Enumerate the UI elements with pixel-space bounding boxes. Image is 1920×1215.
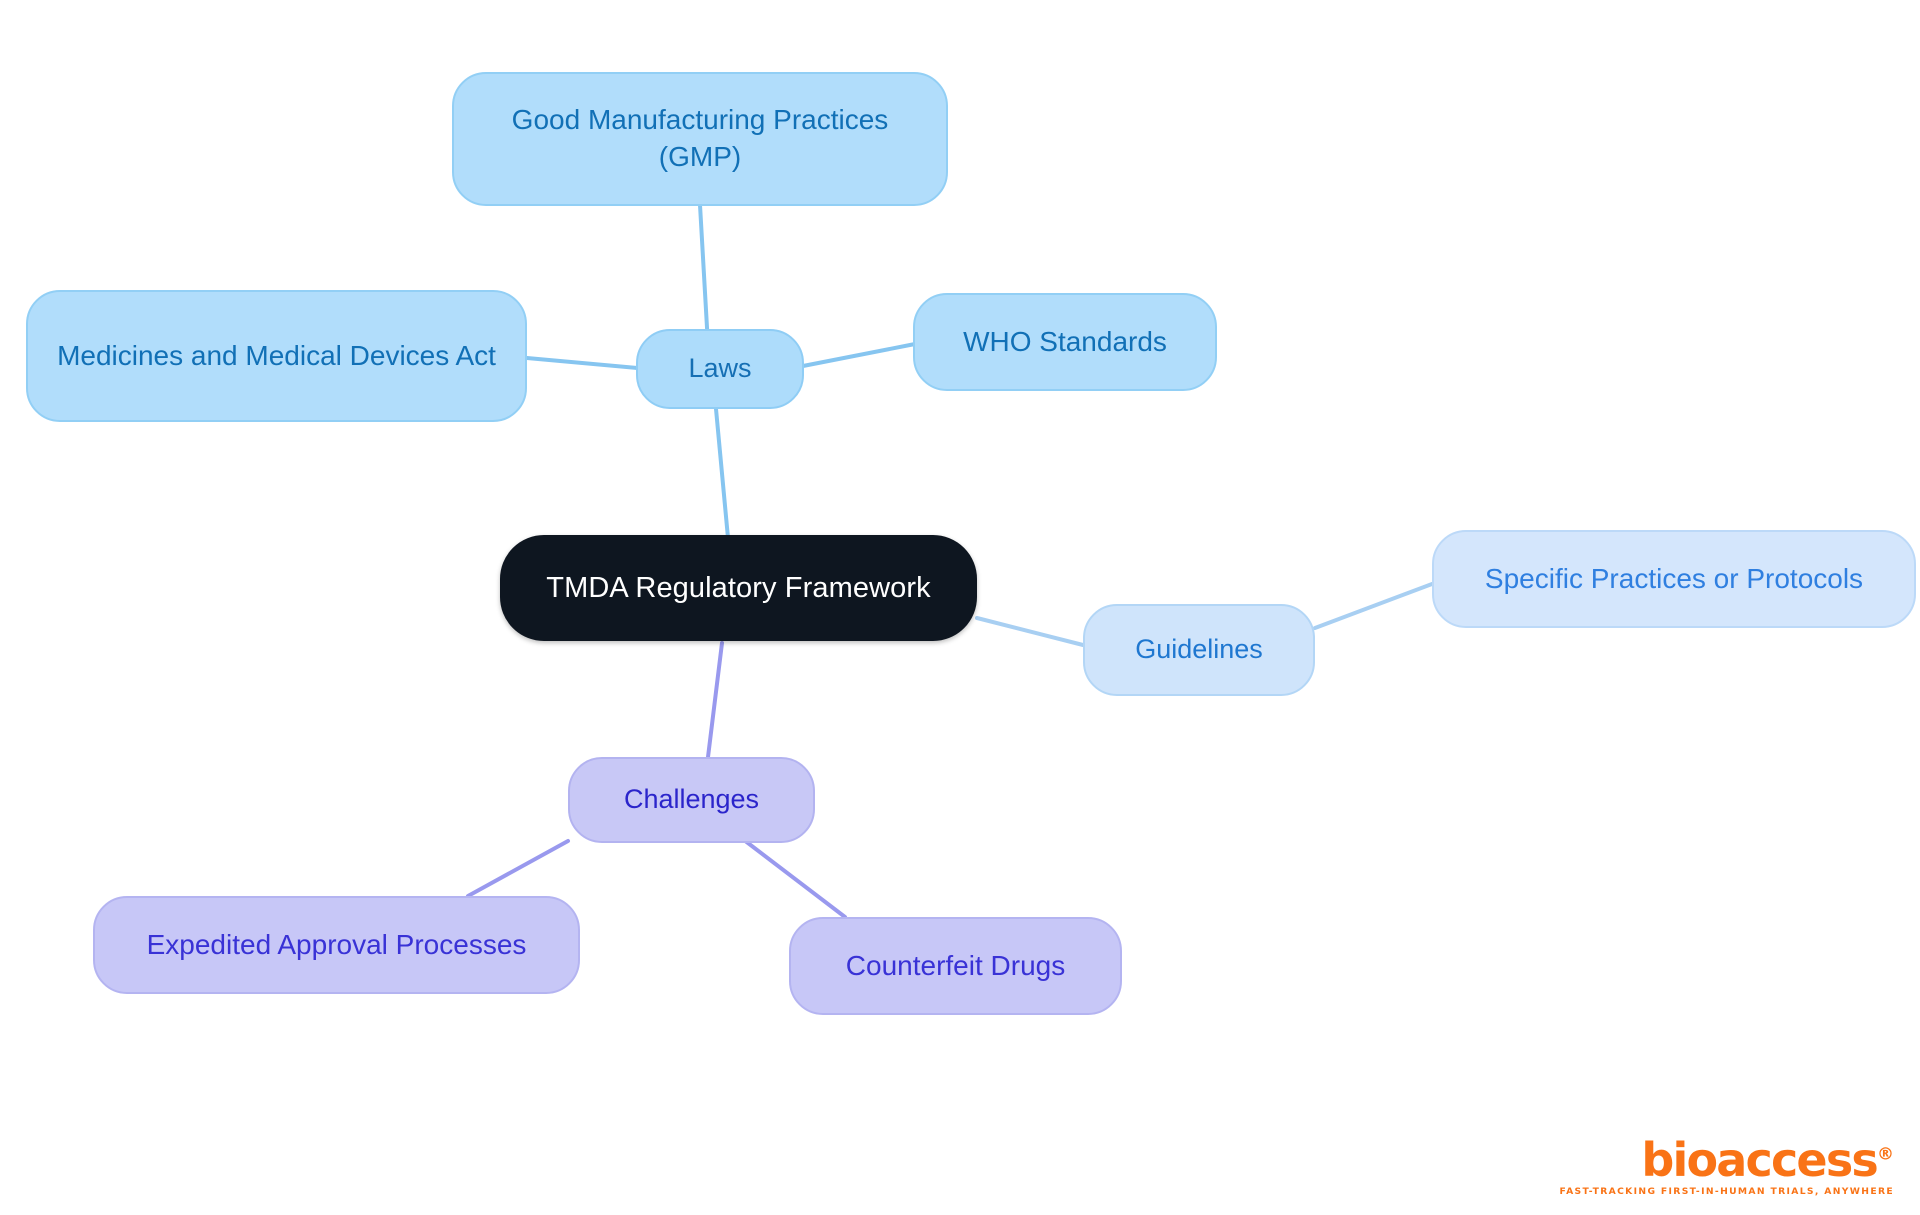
node-root-label: TMDA Regulatory Framework — [546, 571, 931, 604]
node-root-tmda-regulatory-framework[interactable]: TMDA Regulatory Framework — [500, 535, 977, 641]
registered-trademark-icon: ® — [1877, 1144, 1894, 1165]
node-good-manufacturing-practices-label: Good Manufacturing Practices (GMP) — [511, 104, 889, 172]
node-specific-practices-or-protocols[interactable]: Specific Practices or Protocols — [1432, 530, 1916, 628]
edge-laws-gmp — [698, 203, 710, 347]
node-expedited-approval-processes[interactable]: Expedited Approval Processes — [93, 896, 580, 994]
edge-challenges-expedited — [466, 839, 570, 898]
node-who-standards-label: WHO Standards — [963, 325, 1167, 357]
node-guidelines-label: Guidelines — [1135, 634, 1263, 665]
node-expedited-approval-processes-label: Expedited Approval Processes — [146, 928, 527, 960]
edge-root-guidelines — [975, 616, 1085, 647]
edge-laws-who — [801, 342, 917, 368]
edge-guidelines-protocols — [1313, 582, 1434, 630]
node-who-standards[interactable]: WHO Standards — [913, 293, 1217, 391]
edge-root-challenges — [706, 641, 724, 759]
bioaccess-wordmark-text: bioaccess — [1641, 1133, 1878, 1187]
node-counterfeit-drugs[interactable]: Counterfeit Drugs — [789, 917, 1122, 1015]
node-laws[interactable]: Laws — [636, 329, 804, 409]
node-challenges-label: Challenges — [623, 784, 760, 815]
bioaccess-wordmark: bioaccess® — [1641, 1137, 1894, 1183]
bioaccess-tagline: FAST-TRACKING FIRST-IN-HUMAN TRIALS, ANY… — [1559, 1186, 1894, 1197]
node-medicines-and-medical-devices-act-label: Medicines and Medical Devices Act — [57, 339, 496, 371]
node-specific-practices-or-protocols-label: Specific Practices or Protocols — [1484, 562, 1864, 594]
node-medicines-and-medical-devices-act[interactable]: Medicines and Medical Devices Act — [26, 290, 527, 422]
node-laws-label: Laws — [688, 353, 752, 384]
node-counterfeit-drugs-label: Counterfeit Drugs — [845, 949, 1066, 981]
bioaccess-logo: bioaccess® FAST-TRACKING FIRST-IN-HUMAN … — [1560, 1137, 1895, 1197]
edge-laws-mmda — [525, 356, 639, 370]
node-guidelines[interactable]: Guidelines — [1083, 604, 1315, 696]
edge-root-laws — [714, 407, 730, 540]
edge-challenges-counterfeit — [742, 838, 847, 919]
node-good-manufacturing-practices[interactable]: Good Manufacturing Practices (GMP) — [452, 72, 948, 206]
node-challenges[interactable]: Challenges — [568, 757, 815, 843]
